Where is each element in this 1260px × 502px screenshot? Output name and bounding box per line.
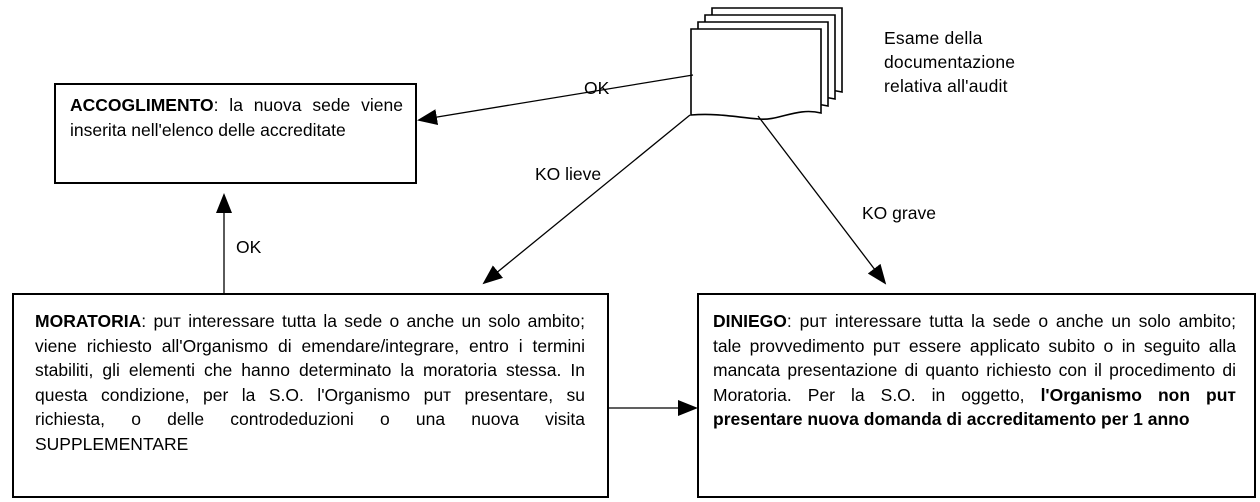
diniego-box: DINIEGO: puт interessare tutta la sede o… [697,293,1256,498]
diniego-description: : puт interessare tutta la sede o anche … [713,311,1236,405]
moratoria-text: MORATORIA: puт interessare tutta la sede… [35,309,585,457]
moratoria-title: MORATORIA [35,311,142,331]
arrow-ko-grave-diniego [757,115,887,285]
arrow-ko-lieve-moratoria [482,114,691,285]
edge-label-ok-left: OK [236,237,262,257]
document-caption-line: relativa all'audit [884,76,1008,96]
diniego-bold-statement: l'Organismo non puт presentare nuova dom… [713,384,1236,430]
document-caption-line: documentazione [884,52,1016,72]
diniego-text: DINIEGO: puт interessare tutta la sede o… [713,309,1236,432]
diniego-title: DINIEGO [713,311,787,331]
moratoria-box: MORATORIA: puт interessare tutta la sede… [12,293,609,498]
edge-label-ok-top: OK [584,78,610,98]
accoglimento-box: ACCOGLIMENTO: la nuova sede viene inseri… [54,83,417,184]
edge-label-ko-grave: KO grave [862,203,936,223]
moratoria-description: : puт interessare tutta la sede o anche … [35,311,585,454]
document-caption-line: Esame della [884,28,983,48]
document-caption: Esame della documentazione relativa all'… [884,26,1015,98]
accoglimento-description: : la nuova sede viene inserita nell'elen… [70,95,403,140]
arrow-ok-accoglimento [417,74,694,125]
edge-label-ko-lieve: KO lieve [535,164,602,184]
accoglimento-text: ACCOGLIMENTO: la nuova sede viene inseri… [70,93,403,142]
document-stack-icon [690,7,843,120]
accoglimento-title: ACCOGLIMENTO [70,95,214,115]
